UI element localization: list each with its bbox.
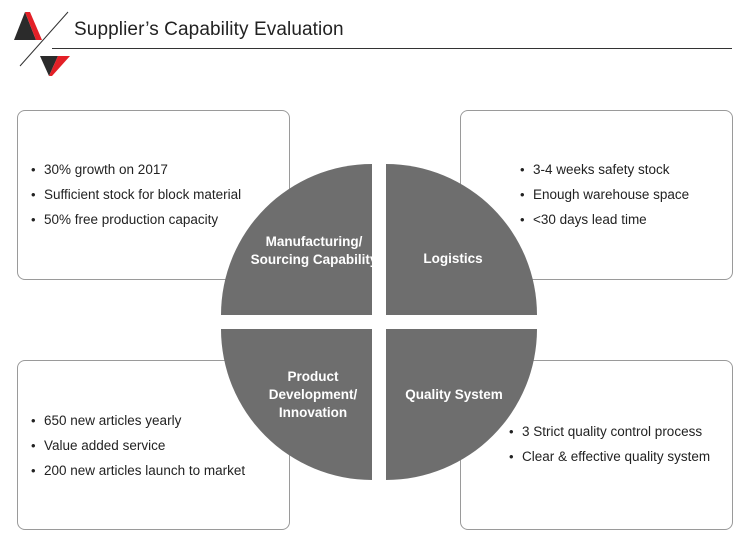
list-item: Clear & effective quality system bbox=[507, 444, 710, 469]
page-title: Supplier’s Capability Evaluation bbox=[74, 19, 344, 40]
list-item: 30% growth on 2017 bbox=[29, 157, 241, 182]
manufacturing-bullet-list: 30% growth on 2017 Sufficient stock for … bbox=[29, 157, 241, 232]
list-item: <30 days lead time bbox=[518, 207, 689, 232]
list-item: Sufficient stock for block material bbox=[29, 182, 241, 207]
list-item: 650 new articles yearly bbox=[29, 408, 245, 433]
list-item: 3-4 weeks safety stock bbox=[518, 157, 689, 182]
product-development-label: Product Development/ Innovation bbox=[268, 369, 358, 420]
header-divider bbox=[52, 48, 732, 49]
company-logo-icon bbox=[14, 11, 70, 76]
product-development-bullet-list: 650 new articles yearly Value added serv… bbox=[29, 408, 245, 483]
logistics-bullet-list: 3-4 weeks safety stock Enough warehouse … bbox=[518, 157, 689, 232]
list-item: 50% free production capacity bbox=[29, 207, 241, 232]
list-item: Enough warehouse space bbox=[518, 182, 689, 207]
list-item: 200 new articles launch to market bbox=[29, 458, 245, 483]
quality-system-bullet-list: 3 Strict quality control process Clear &… bbox=[507, 419, 710, 469]
logistics-quadrant bbox=[386, 164, 537, 315]
list-item: Value added service bbox=[29, 433, 245, 458]
product-development-quadrant bbox=[221, 329, 372, 480]
manufacturing-quadrant bbox=[221, 164, 372, 315]
quality-system-quadrant bbox=[386, 329, 537, 480]
logistics-label: Logistics bbox=[423, 251, 483, 266]
manufacturing-label: Manufacturing/ Sourcing Capability bbox=[250, 234, 378, 267]
list-item: 3 Strict quality control process bbox=[507, 419, 710, 444]
quality-system-label: Quality System bbox=[405, 387, 503, 402]
